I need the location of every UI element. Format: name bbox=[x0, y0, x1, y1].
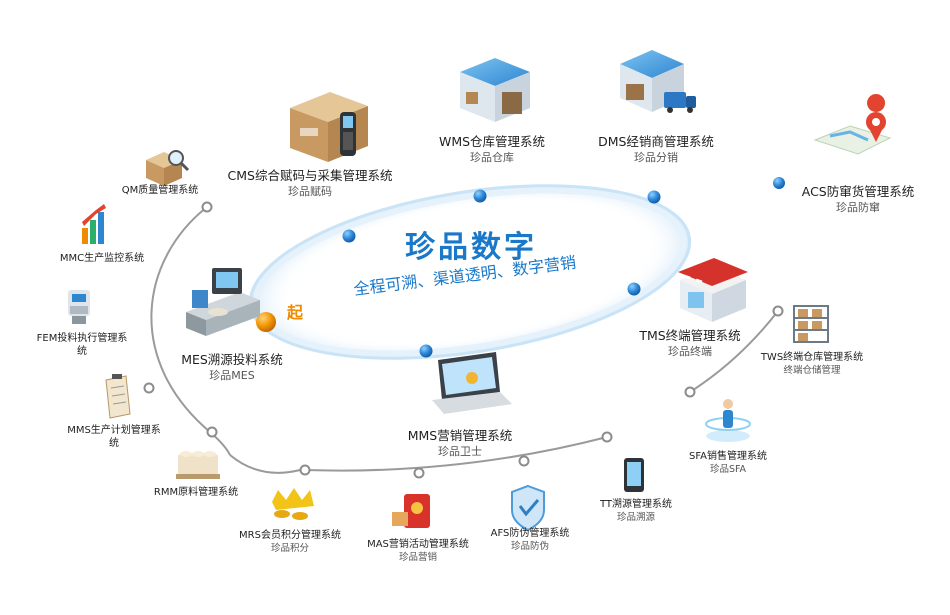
node-mms-mkt bbox=[419, 344, 433, 358]
system-sub: 珍品营销 bbox=[398, 552, 438, 563]
system-name: DMS经销商管理系统 bbox=[598, 134, 714, 149]
materials-icon bbox=[176, 451, 220, 479]
system-name: TWS终端仓库管理系统 bbox=[760, 352, 864, 363]
system-mmc: MMC生产监控系统 bbox=[60, 252, 144, 265]
system-sub: 珍品MES bbox=[209, 369, 255, 382]
system-rmm: RMM原料管理系统 bbox=[154, 486, 238, 499]
system-sub: 终端仓储管理 bbox=[783, 365, 841, 376]
system-sub: 珍品赋码 bbox=[287, 185, 332, 198]
system-name: TMS终端管理系统 bbox=[639, 328, 741, 343]
system-acs: ACS防窜货管理系统 珍品防窜 bbox=[802, 184, 915, 215]
system-name: MES溯源投料系统 bbox=[181, 352, 283, 367]
start-label: 起 bbox=[287, 303, 304, 322]
system-name: MRS会员积分管理系统 bbox=[239, 530, 341, 541]
shelf-icon bbox=[793, 305, 829, 343]
shield-icon bbox=[511, 484, 545, 532]
system-sub: 珍品终端 bbox=[667, 345, 712, 358]
system-name: MAS营销活动管理系统 bbox=[367, 539, 469, 550]
clipboard-icon bbox=[105, 374, 131, 419]
bar-chart-icon bbox=[82, 204, 106, 244]
system-name: MMC生产监控系统 bbox=[59, 253, 145, 264]
production-machine-icon bbox=[186, 268, 260, 336]
system-name: ACS防窜货管理系统 bbox=[801, 184, 915, 199]
system-afs: AFS防伪管理系统 珍品防伪 bbox=[491, 527, 570, 553]
system-name: QM质量管理系统 bbox=[121, 185, 199, 196]
system-wms: WMS仓库管理系统 珍品仓库 bbox=[439, 134, 545, 165]
system-fem: FEM投料执行管理系统 bbox=[34, 332, 130, 358]
system-tws: TWS终端仓库管理系统 终端仓储管理 bbox=[761, 351, 863, 377]
red-envelope-icon bbox=[392, 494, 430, 528]
system-name: MMS生产计划管理系统 bbox=[67, 425, 161, 449]
hub-title: 珍品数字 bbox=[405, 230, 537, 265]
system-name: TT溯源管理系统 bbox=[599, 499, 673, 510]
system-sub: 珍品溯源 bbox=[616, 512, 656, 523]
robot-icon bbox=[68, 290, 90, 324]
system-qm: QM质量管理系统 bbox=[122, 184, 199, 197]
box-scanner-icon bbox=[290, 92, 368, 162]
system-sub: 珍品积分 bbox=[270, 543, 309, 554]
salesperson-icon bbox=[705, 399, 751, 442]
warehouse-icon bbox=[460, 58, 530, 122]
laptop-icon bbox=[432, 352, 512, 414]
node-start bbox=[256, 312, 276, 332]
right-arc-nodes bbox=[684, 305, 784, 398]
bottom-arc bbox=[304, 436, 608, 472]
system-name: AFS防伪管理系统 bbox=[490, 528, 570, 539]
system-mrs: MRS会员积分管理系统 珍品积分 bbox=[239, 529, 341, 555]
storefront-icon bbox=[678, 258, 748, 322]
node-dms bbox=[647, 190, 661, 204]
node-acs bbox=[773, 177, 785, 189]
system-name: WMS仓库管理系统 bbox=[438, 134, 546, 149]
system-sub: 珍品SFA bbox=[709, 464, 747, 475]
quality-inspect-icon bbox=[146, 150, 190, 186]
system-mms-marketing: MMS营销管理系统 珍品卫士 bbox=[408, 428, 513, 459]
map-pin-icon bbox=[813, 94, 892, 155]
system-name: CMS综合赋码与采集管理系统 bbox=[227, 168, 393, 183]
system-name: SFA销售管理系统 bbox=[688, 451, 768, 462]
ring-nodes bbox=[256, 177, 785, 358]
system-sub: 珍品分销 bbox=[633, 151, 678, 164]
system-mes: MES溯源投料系统 珍品MES bbox=[181, 352, 283, 383]
system-name: FEM投料执行管理系统 bbox=[36, 333, 128, 357]
left-arc bbox=[150, 206, 301, 474]
node-cms bbox=[342, 229, 356, 243]
system-cms: CMS综合赋码与采集管理系统 珍品赋码 bbox=[228, 168, 393, 199]
system-name: RMM原料管理系统 bbox=[153, 487, 239, 498]
bottom-arc-nodes bbox=[299, 431, 613, 479]
system-tt: TT溯源管理系统 珍品溯源 bbox=[600, 498, 672, 524]
right-arc bbox=[689, 310, 779, 393]
system-name: MMS营销管理系统 bbox=[407, 428, 513, 443]
node-wms bbox=[473, 189, 487, 203]
system-sfa: SFA销售管理系统 珍品SFA bbox=[689, 450, 767, 476]
node-tms bbox=[627, 282, 641, 296]
left-arc-nodes bbox=[143, 201, 218, 438]
system-sub: 珍品防伪 bbox=[510, 541, 550, 552]
system-sub: 珍品卫士 bbox=[437, 445, 482, 458]
system-sub: 珍品仓库 bbox=[470, 151, 514, 164]
distribution-warehouse-icon bbox=[620, 50, 696, 113]
crown-coins-icon bbox=[272, 488, 314, 520]
system-tms: TMS终端管理系统 珍品终端 bbox=[639, 328, 740, 359]
system-dms: DMS经销商管理系统 珍品分销 bbox=[598, 134, 714, 165]
system-mas: MAS营销活动管理系统 珍品营销 bbox=[367, 538, 469, 564]
system-sub: 珍品防窜 bbox=[836, 201, 880, 214]
phone-icon bbox=[624, 458, 644, 492]
system-mms-plan: MMS生产计划管理系统 bbox=[66, 424, 162, 450]
